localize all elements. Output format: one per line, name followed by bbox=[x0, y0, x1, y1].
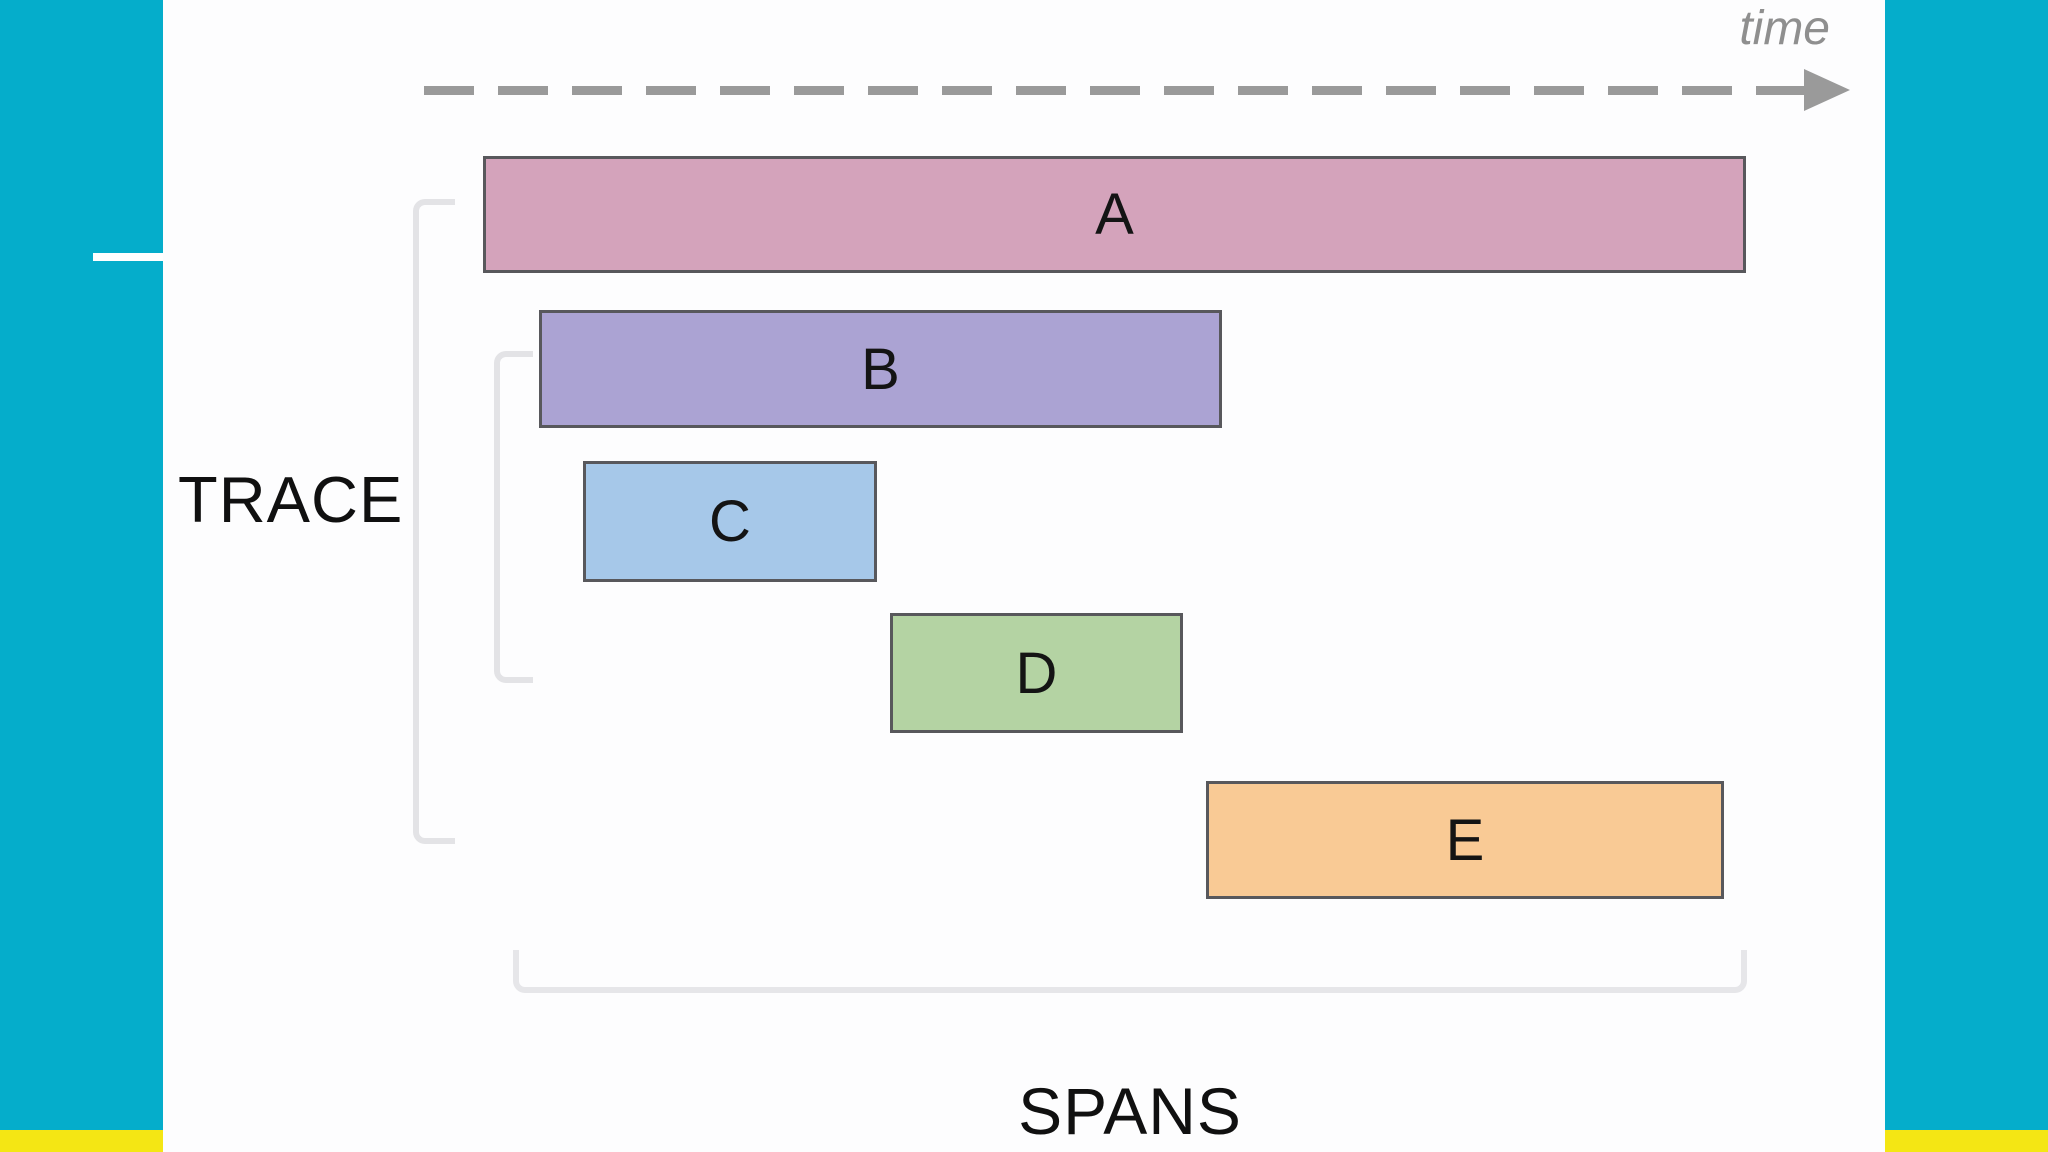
right-accent-strip bbox=[1885, 1130, 2048, 1152]
span-bar-a: A bbox=[483, 156, 1746, 273]
span-bar-c-label: C bbox=[709, 489, 751, 554]
span-bar-a-label: A bbox=[1095, 182, 1134, 247]
right-accent-bar bbox=[1885, 0, 2048, 1130]
span-bar-b-label: B bbox=[861, 336, 900, 402]
span-bar-d-label: D bbox=[1015, 640, 1058, 706]
left-accent-strip bbox=[0, 1130, 163, 1152]
accent-dash bbox=[93, 253, 163, 261]
time-arrow-line bbox=[424, 86, 1806, 95]
time-axis-label: time bbox=[1739, 2, 1830, 55]
span-bar-c: C bbox=[583, 461, 877, 582]
left-accent-bar bbox=[0, 0, 163, 1130]
arrowhead-icon bbox=[1804, 69, 1850, 111]
trace-bracket bbox=[413, 199, 455, 844]
spans-label: SPANS bbox=[1018, 1074, 1242, 1148]
span-bar-d: D bbox=[890, 613, 1183, 733]
trace-label: TRACE bbox=[178, 463, 404, 536]
child-spans-bracket bbox=[494, 351, 533, 683]
span-bar-b: B bbox=[539, 310, 1222, 428]
span-bar-e-label: E bbox=[1445, 807, 1485, 873]
spans-bracket bbox=[513, 950, 1747, 993]
span-bar-e: E bbox=[1206, 781, 1724, 899]
